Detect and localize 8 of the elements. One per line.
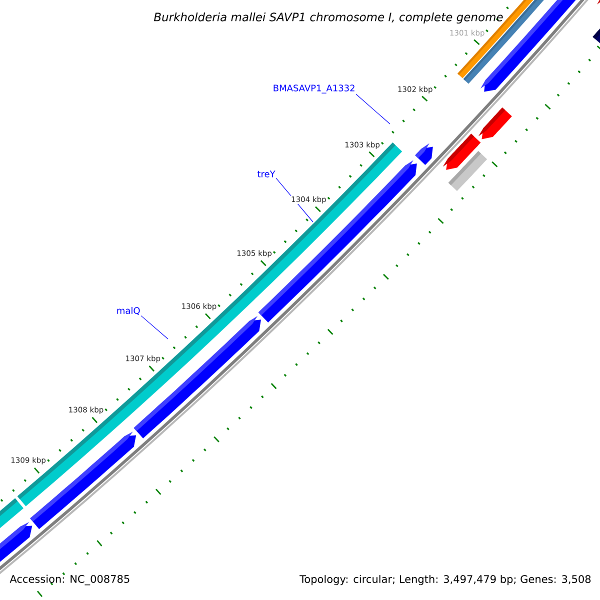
gene-label: treY <box>257 170 276 178</box>
title: Burkholderia mallei SAVP1 chromosome I, complete genome <box>154 12 503 24</box>
gene-label: malQ <box>117 307 140 315</box>
footer-text: Topology: circular; Length: 3,497,479 bp; Genes: 3,508 <box>300 574 591 586</box>
footer-text: Accession: NC_008785 <box>10 574 130 586</box>
leader-line <box>356 94 390 124</box>
leader-line <box>140 315 168 340</box>
gene-label: BMASAVP1_A1332 <box>274 84 354 94</box>
